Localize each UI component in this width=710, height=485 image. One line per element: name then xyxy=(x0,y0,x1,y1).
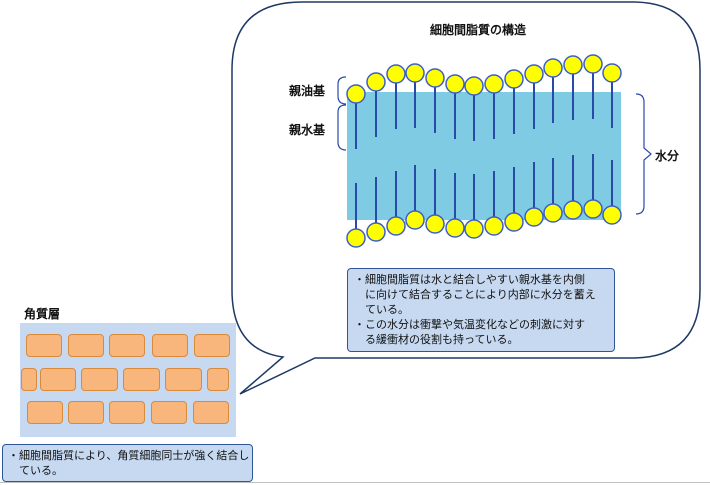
water-layer xyxy=(347,92,621,220)
corneocyte-cell xyxy=(151,401,187,424)
bracket-lipophilic xyxy=(337,76,347,105)
lipid-head xyxy=(445,218,465,238)
stratum-note: ・細胞間脂質により、角質細胞同士が強く結合し ている。 xyxy=(2,444,253,482)
label-hydrophilic: 親水基 xyxy=(289,123,326,137)
lipid-head xyxy=(484,216,504,236)
corneocyte-cell xyxy=(81,368,118,391)
lipid-note-line-1: ・細胞間脂質は水と結合しやすい親水基を内側 xyxy=(354,273,585,286)
lipid-head xyxy=(405,210,425,230)
lipid-note-line-3: ている。 xyxy=(354,303,409,316)
corneocyte-cell xyxy=(194,334,230,357)
corneocyte-cell xyxy=(21,368,37,391)
lipid-head xyxy=(425,214,445,234)
label-lipophilic: 親油基 xyxy=(289,84,326,98)
corneocyte-cell xyxy=(109,401,145,424)
lipid-head xyxy=(563,200,583,220)
lipid-head xyxy=(366,72,386,92)
label-water: 水分 xyxy=(655,149,680,163)
corneocyte-cell xyxy=(123,368,160,391)
corneocyte-cell xyxy=(152,334,188,357)
corneocyte-cell xyxy=(27,401,63,424)
lipid-head xyxy=(366,222,386,242)
stratum-corneum-title: 角質層 xyxy=(24,307,61,321)
lipid-head xyxy=(583,199,603,219)
lipid-head xyxy=(602,205,622,225)
corneocyte-cell xyxy=(207,368,229,391)
lipid-diagram-title: 細胞間脂質の構造 xyxy=(430,23,527,37)
bottom-divider xyxy=(0,482,710,483)
lipid-head xyxy=(583,54,603,74)
stratum-note-line-2: ている。 xyxy=(8,464,63,477)
corneocyte-cell xyxy=(40,368,76,391)
lipid-head xyxy=(543,203,563,223)
lipid-head xyxy=(484,74,504,94)
lipid-head xyxy=(445,74,465,94)
lipid-head xyxy=(524,64,544,84)
corneocyte-cell xyxy=(193,401,229,424)
lipid-head xyxy=(346,228,366,248)
lipid-head xyxy=(602,63,622,83)
lipid-head xyxy=(524,207,544,227)
lipid-head xyxy=(386,64,406,84)
corneocyte-cell xyxy=(68,334,104,357)
bracket-hydrophilic xyxy=(337,104,347,151)
corneocyte-cell xyxy=(109,334,145,357)
lipid-head xyxy=(504,69,524,89)
lipid-head xyxy=(405,63,425,83)
lipid-note: ・細胞間脂質は水と結合しやすい親水基を内側 に向けて結合することにより内部に水分… xyxy=(347,268,615,352)
lipid-head xyxy=(464,219,484,239)
lipid-head xyxy=(346,84,366,104)
bracket-water xyxy=(635,93,652,215)
lipid-head xyxy=(464,76,484,96)
corneocyte-cell xyxy=(165,368,202,391)
corneocyte-cell xyxy=(68,401,104,424)
stratum-corneum-block xyxy=(20,323,236,437)
lipid-note-line-2: に向けて結合することにより内部に水分を蓄え xyxy=(354,288,596,301)
lipid-head xyxy=(563,55,583,75)
lipid-head xyxy=(386,216,406,236)
lipid-head xyxy=(504,212,524,232)
lipid-note-line-5: る緩衝材の役割も持っている。 xyxy=(354,333,519,346)
corneocyte-cell xyxy=(26,334,62,357)
stratum-note-line-1: ・細胞間脂質により、角質細胞同士が強く結合し xyxy=(8,449,250,462)
lipid-head xyxy=(425,68,445,88)
lipid-head xyxy=(543,58,563,78)
lipid-note-line-4: ・この水分は衝撃や気温変化などの刺激に対す xyxy=(354,318,585,331)
